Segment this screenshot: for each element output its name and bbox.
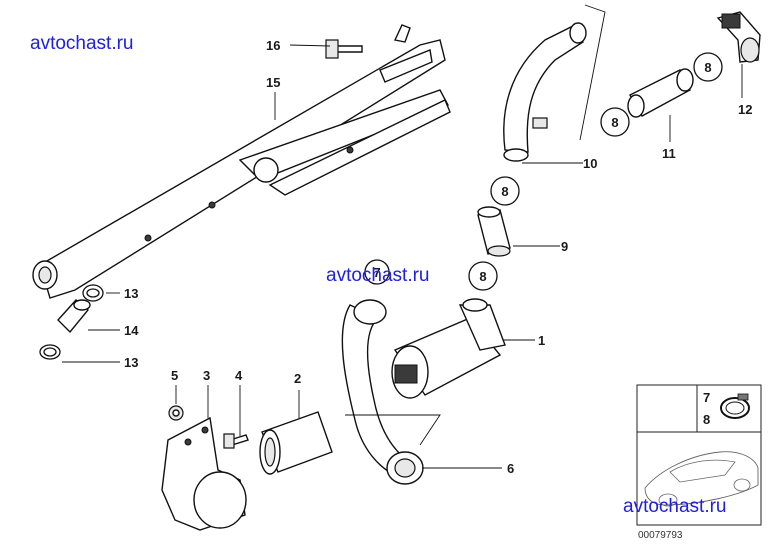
callout-16: 16 [266,38,280,53]
callout-10: 10 [583,156,597,171]
callout-1: 1 [538,333,545,348]
o-ring-lower [39,344,61,360]
leader-lines [62,4,743,469]
callout-3: 3 [203,368,210,383]
hose-sleeve-11 [627,68,694,118]
watermark-bottom-right: avtochast.ru [623,496,727,517]
o-ring-upper [82,284,104,302]
hose-lower [341,299,424,485]
ring-callout-8d: 8 [468,261,498,291]
callout-9: 9 [561,239,568,254]
hose-upper [503,22,587,162]
watermark-top-left: avtochast.ru [30,33,134,54]
ring-callout-8a: 8 [693,52,723,82]
reference-number: 00079793 [638,530,683,541]
callout-6: 6 [507,461,514,476]
ring-callout-7: 7 [364,259,390,285]
screw [223,433,249,449]
callout-14: 14 [124,323,139,338]
inset-callout-7: 7 [703,390,710,405]
callout-8a: 8 [704,60,711,75]
sleeve-2 [259,411,333,475]
inset-callout-8: 8 [703,412,710,427]
inset-panel: 7 8 [636,384,762,526]
callout-2: 2 [294,371,301,386]
elbow-12 [716,11,761,63]
callout-7: 7 [373,265,380,280]
pump [391,298,506,399]
callout-13-upper: 13 [124,286,138,301]
callout-4: 4 [235,368,243,383]
ring-callout-8c: 8 [490,176,520,206]
bracket [161,416,247,531]
callout-12: 12 [738,102,752,117]
callout-11: 11 [662,146,676,161]
nut [168,405,184,421]
callout-8c: 8 [501,184,508,199]
callout-8b: 8 [611,115,618,130]
ring-callout-8b: 8 [600,107,630,137]
callout-13-lower: 13 [124,355,138,370]
watermark-center: avtochast.ru [326,265,430,286]
sleeve-9 [477,206,511,257]
sleeve [57,299,91,334]
callout-8d: 8 [479,269,486,284]
callout-5: 5 [171,368,178,383]
car-silhouette-icon [644,451,759,507]
hose-clamp-icon [720,393,750,419]
bolt [325,39,363,59]
callout-15: 15 [266,75,280,90]
fuel-rail [32,24,451,299]
